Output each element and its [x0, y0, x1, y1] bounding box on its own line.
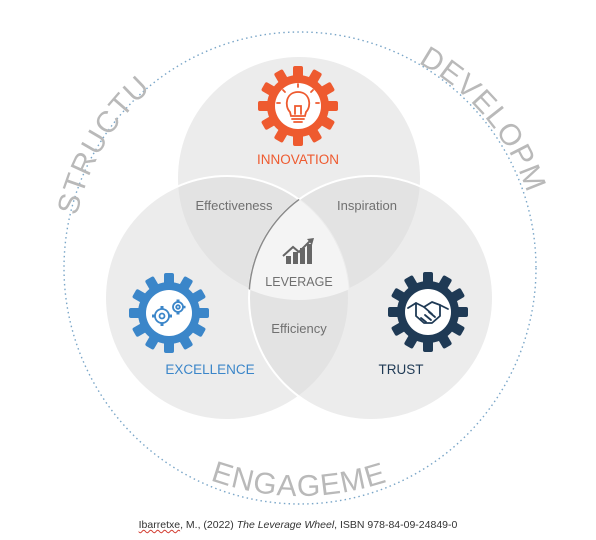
outer-dotted-ring: [63, 31, 537, 505]
citation-author: Ibarretxe: [138, 519, 181, 531]
lightbulb-gear-icon: [258, 66, 338, 146]
efficiency-label: Efficiency: [271, 321, 327, 336]
handshake-gear-icon: [388, 272, 468, 352]
gears-in-gear-icon: [129, 273, 209, 353]
inspiration-label: Inspiration: [337, 198, 397, 213]
growth-chart-icon: [282, 238, 314, 264]
effectiveness-label: Effectiveness: [195, 198, 273, 213]
leverage-label: LEVERAGE: [265, 275, 332, 289]
citation: Ibarretxe, M., (2022) The Leverage Wheel…: [0, 519, 596, 531]
label-structure: STRUCTURE: [0, 0, 156, 218]
excellence-label: EXCELLENCE: [165, 362, 254, 377]
citation-rest: , M., (2022): [180, 519, 237, 531]
citation-book: The Leverage Wheel: [236, 519, 335, 531]
citation-isbn: , ISBN 978-84-09-24849-0: [334, 519, 458, 531]
innovation-label: INNOVATION: [257, 152, 339, 167]
trust-label: TRUST: [379, 362, 424, 377]
